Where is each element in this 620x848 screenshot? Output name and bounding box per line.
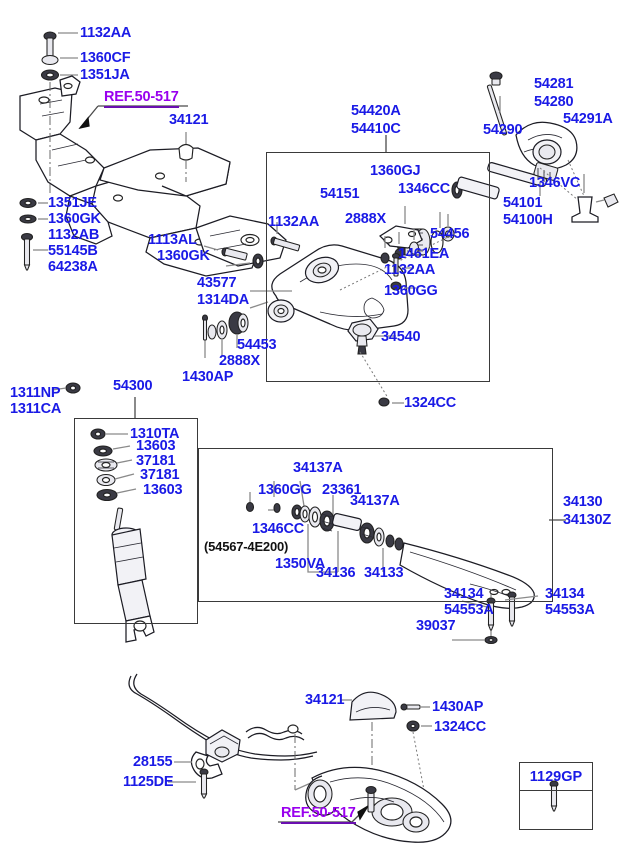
label-1430AP-upper: 1430AP <box>182 369 234 385</box>
label-1125DE: 1125DE <box>123 774 174 790</box>
label-1430AP-bottom: 1430AP <box>432 699 484 715</box>
label-1346CC-upper: 1346CC <box>398 181 450 197</box>
label-34137A-a: 34137A <box>293 460 343 476</box>
label-55145B: 55145B <box>48 243 98 259</box>
label-34130Z: 34130Z <box>563 512 611 528</box>
bottom-left-fasteners <box>19 197 48 271</box>
ref-label-bottom: REF.50-517 <box>281 805 356 824</box>
label-37181-a: 37181 <box>136 453 176 469</box>
label-54101: 54101 <box>503 195 543 211</box>
label-34540: 34540 <box>381 329 421 345</box>
label-1346CC-lower: 1346CC <box>252 521 304 537</box>
label-34136: 34136 <box>316 565 356 581</box>
label-1360GK-left: 1360GK <box>48 211 101 227</box>
bolt-1113AL <box>203 245 264 269</box>
label-54290: 54290 <box>483 122 523 138</box>
label-1350VA: 1350VA <box>275 556 326 572</box>
label-54100H: 54100H <box>503 212 553 228</box>
label-1360GG-lower: 1360GG <box>258 482 312 498</box>
label-1324CC-bottom: 1324CC <box>434 719 486 735</box>
label-2888X-upper: 2888X <box>345 211 386 227</box>
label-13603-a: 13603 <box>136 438 176 454</box>
label-34134-right: 34134 <box>545 586 585 602</box>
label-34133: 34133 <box>364 565 404 581</box>
label-64238A: 64238A <box>48 259 98 275</box>
label-23361: 23361 <box>322 482 362 498</box>
label-1132AA-top: 1132AA <box>80 25 132 41</box>
label-1324CC-upper: 1324CC <box>404 395 456 411</box>
upper-arm-panel-frame <box>266 152 490 382</box>
top-left-fastener-stack <box>40 31 78 81</box>
label-54300: 54300 <box>113 378 153 394</box>
label-54456: 54456 <box>430 226 470 242</box>
label-1113AL: 1113AL <box>148 232 197 248</box>
label-1360GG-upper: 1360GG <box>384 283 438 299</box>
label-34134-left: 34134 <box>444 586 484 602</box>
label-28155: 28155 <box>133 754 173 770</box>
label-43577: 43577 <box>197 275 237 291</box>
label-54553A-left: 54553A <box>444 602 494 618</box>
label-1311CA: 1311CA <box>10 401 62 417</box>
label-39037: 39037 <box>416 618 456 634</box>
label-1346VC: 1346VC <box>529 175 581 191</box>
label-1360CF: 1360CF <box>80 50 131 66</box>
label-13603-b: 13603 <box>143 482 183 498</box>
shock-panel-frame <box>74 418 198 624</box>
label-1132AA-upper: 1132AA <box>384 262 436 278</box>
ref-label-top: REF.50-517 <box>104 89 179 108</box>
stopper-34121-top <box>178 132 194 182</box>
label-1461EA: 1461EA <box>398 246 450 262</box>
label-2888X-lower: 2888X <box>219 353 260 369</box>
label-34137A-b: 34137A <box>350 493 400 509</box>
label-54280: 54280 <box>534 94 574 110</box>
label-34130: 34130 <box>563 494 603 510</box>
legend-box: 1129GP <box>519 762 593 830</box>
label-1351JE: 1351JE <box>48 195 97 211</box>
label-1311NP: 1311NP <box>10 385 61 401</box>
label-54567-note: (54567-4E200) <box>204 539 289 554</box>
label-1132AA-mid: 1132AA <box>268 214 320 230</box>
label-54281: 54281 <box>534 76 574 92</box>
legend-title: 1129GP <box>520 763 592 791</box>
label-1314DA: 1314DA <box>197 292 249 308</box>
label-1360GJ: 1360GJ <box>370 163 421 179</box>
label-1351JA: 1351JA <box>80 67 130 83</box>
label-1310TA: 1310TA <box>130 426 180 442</box>
label-1132AB: 1132AB <box>48 227 100 243</box>
lower-arm-panel-frame <box>198 448 553 602</box>
label-37181-b: 37181 <box>140 467 180 483</box>
label-54553A-right: 54553A <box>545 602 595 618</box>
label-54151: 54151 <box>320 186 360 202</box>
label-54453: 54453 <box>237 337 277 353</box>
label-34121-bottom: 34121 <box>305 692 345 708</box>
label-54291A: 54291A <box>563 111 613 127</box>
label-54420A: 54420A <box>351 103 401 119</box>
label-1360GK-upper: 1360GK <box>157 248 210 264</box>
label-34121-top: 34121 <box>169 112 209 128</box>
label-54410C: 54410C <box>351 121 401 137</box>
